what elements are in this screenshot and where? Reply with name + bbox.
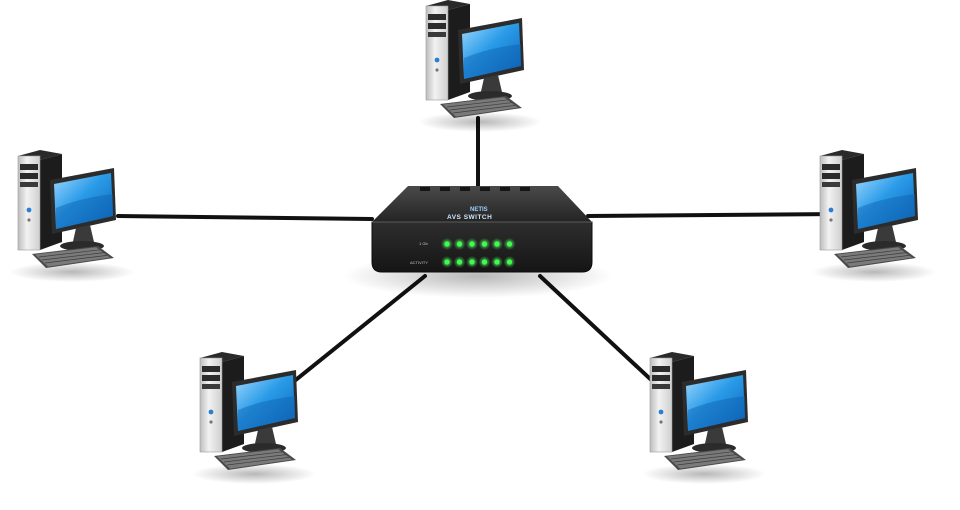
- status-led: [444, 241, 450, 247]
- led-label-speed: 1 Gb: [419, 241, 428, 246]
- status-led: [506, 241, 513, 247]
- computer-bottom-left: [191, 351, 317, 485]
- cable-right: [586, 212, 844, 218]
- status-led: [481, 241, 488, 247]
- status-led: [444, 259, 450, 265]
- computer-bottom-right: [641, 351, 767, 485]
- computer-left: [9, 149, 135, 283]
- cable-group: [116, 116, 844, 393]
- computer-right: [811, 149, 937, 283]
- status-led: [494, 259, 500, 265]
- status-led: [469, 241, 475, 247]
- status-led-grid: [441, 238, 516, 268]
- status-led: [494, 241, 500, 247]
- cable-left: [116, 214, 374, 221]
- status-led: [506, 259, 513, 265]
- switch-model-label: AVS SWITCH: [447, 214, 492, 221]
- switch-brand-label: NETIS: [470, 207, 488, 213]
- network-switch: NETIS AVS SWITCH 1 Gb ACTIVITY: [343, 186, 613, 298]
- status-led: [469, 259, 475, 265]
- cable-bottom-right: [538, 274, 664, 392]
- status-led: [456, 259, 463, 265]
- cable-bottom-left: [280, 274, 427, 393]
- computer-top: [417, 0, 543, 133]
- status-led: [456, 241, 463, 247]
- status-led: [481, 259, 488, 265]
- led-label-activity: ACTIVITY: [410, 260, 428, 265]
